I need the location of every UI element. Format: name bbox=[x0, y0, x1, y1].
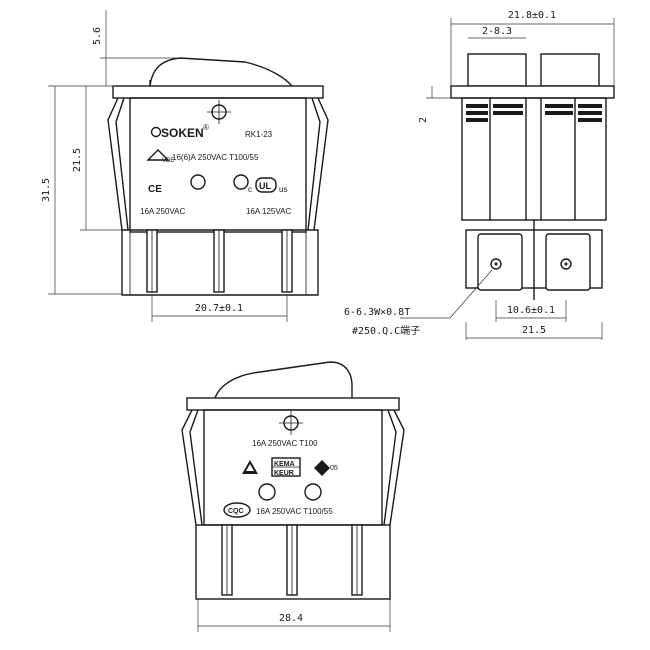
bottom-flange bbox=[186, 397, 400, 411]
bottom-pins bbox=[221, 524, 363, 596]
right-clip bbox=[313, 97, 329, 231]
model-number: RK1-23 bbox=[245, 130, 273, 139]
rocker-actuator-bottom bbox=[214, 361, 353, 399]
clip-teeth bbox=[466, 104, 602, 122]
dim-flange: 2 bbox=[418, 117, 429, 123]
dim-side-base: 21.5 bbox=[522, 325, 546, 336]
terminal-hole-icon bbox=[304, 483, 322, 501]
front-pins bbox=[146, 229, 293, 293]
front-view: SOKEN ® RK1-23 VDE 16(6)A 250VAC T100/55… bbox=[41, 10, 329, 322]
lower-housing bbox=[121, 229, 319, 296]
keur-label: KEUR bbox=[274, 470, 294, 477]
dim-total-height: 31.5 bbox=[41, 178, 52, 202]
cqc-label: CQC bbox=[228, 508, 244, 515]
dim-gap: 2-8.3 bbox=[482, 26, 512, 37]
dim-side-width: 21.8±0.1 bbox=[508, 10, 556, 21]
bottom-rating-top: 16A 250VAC T100 bbox=[252, 439, 318, 448]
rating-main: 16(6)A 250VAC T100/55 bbox=[172, 153, 259, 162]
terminal-hole-icon bbox=[233, 174, 249, 190]
bottom-dimensions: 28.4 bbox=[197, 599, 391, 632]
front-dimensions: 31.5 21.5 5.6 20.7±0.1 bbox=[41, 10, 288, 322]
ce-mark: CE bbox=[148, 184, 162, 195]
ul-mark: UL bbox=[259, 181, 271, 191]
rocker-half-right bbox=[540, 53, 600, 87]
brand-registered: ® bbox=[203, 123, 209, 132]
rating-right: 16A 125VAC bbox=[246, 207, 291, 216]
terminal-right bbox=[545, 233, 591, 291]
terminal-hole-icon bbox=[258, 483, 276, 501]
dim-body-height: 21.5 bbox=[72, 148, 83, 172]
rocker-half-left bbox=[467, 53, 527, 87]
dim-terminal-pitch: 10.6±0.1 bbox=[507, 305, 555, 316]
terminal-note-size: 6-6.3W×0.8T bbox=[344, 307, 410, 318]
ul-suffix: us bbox=[279, 185, 287, 194]
ul-prefix: c bbox=[248, 185, 252, 194]
bottom-view: 16A 250VAC T100 KEMA KEUR 05 CQC 16A 250… bbox=[181, 361, 405, 632]
dim-pin-span: 20.7±0.1 bbox=[195, 303, 243, 314]
cqc-mark-icon bbox=[223, 502, 251, 518]
side-view: 21.8±0.1 2-8.3 2 10.6±0.1 21.5 6-6.3W×0.… bbox=[344, 10, 615, 340]
brand-logo-icon bbox=[150, 126, 162, 138]
vde-label: VDE bbox=[162, 158, 174, 164]
kema-label: KEMA bbox=[274, 461, 295, 468]
side-flange bbox=[450, 85, 615, 99]
brand-name: SOKEN bbox=[161, 126, 204, 140]
rocker-actuator bbox=[149, 57, 293, 87]
rating-left: 16A 250VAC bbox=[140, 207, 185, 216]
vde-mark-icon bbox=[146, 149, 170, 161]
pin-hole-icon bbox=[560, 258, 572, 270]
terminal-note-type: #250.Q.C端子 bbox=[352, 324, 420, 337]
side-dimensions: 21.8±0.1 2-8.3 2 10.6±0.1 21.5 6-6.3W×0.… bbox=[344, 10, 615, 340]
left-clip bbox=[107, 97, 123, 231]
dim-top-height: 5.6 bbox=[92, 27, 103, 45]
pin-hole-icon bbox=[490, 258, 502, 270]
enec-mark-icon bbox=[314, 460, 330, 476]
top-flange bbox=[112, 85, 324, 99]
dim-bottom-width: 28.4 bbox=[279, 613, 303, 624]
bottom-rating-bottom: 16A 250VAC T100/55 bbox=[256, 507, 333, 516]
terminal-hole-icon bbox=[190, 174, 206, 190]
enec-number: 05 bbox=[330, 465, 338, 472]
